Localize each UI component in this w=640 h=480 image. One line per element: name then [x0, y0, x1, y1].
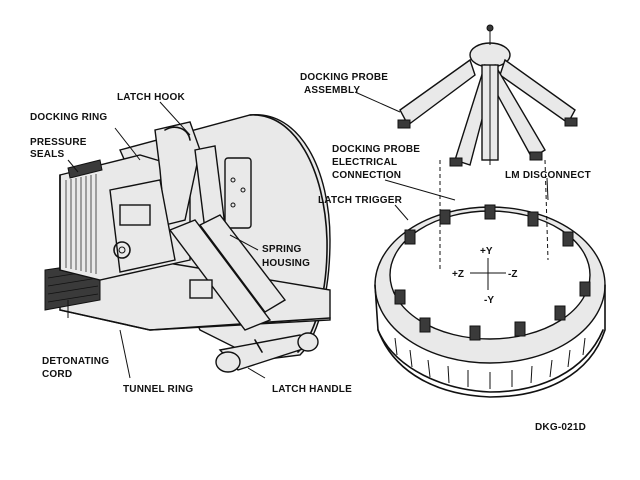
label-probe-electrical-line2: ELECTRICAL: [332, 157, 397, 168]
callout-labels: LATCH HOOK DOCKING RING PRESSURE SEALS S…: [30, 72, 591, 433]
label-latch-hook: LATCH HOOK: [117, 92, 185, 103]
label-docking-ring: DOCKING RING: [30, 112, 107, 123]
axis-plus-y: +Y: [480, 246, 493, 257]
docking-ring-illustration: [374, 159, 606, 398]
label-spring-housing-line2: HOUSING: [262, 258, 310, 269]
label-spring-housing-line1: SPRING: [262, 244, 302, 255]
docking-probe-illustration: [397, 24, 578, 167]
label-lm-disconnect: LM DISCONNECT: [505, 170, 591, 181]
label-tunnel-ring: TUNNEL RING: [123, 384, 193, 395]
label-detonating-cord-line2: CORD: [42, 369, 72, 380]
label-latch-handle: LATCH HANDLE: [272, 384, 352, 395]
axis-minus-y: -Y: [484, 295, 494, 306]
axis-minus-z: -Z: [508, 269, 517, 280]
label-probe-electrical-line3: CONNECTION: [332, 170, 401, 181]
label-detonating-cord-line1: DETONATING: [42, 356, 109, 367]
ring-hatching: [65, 174, 97, 274]
label-latch-trigger: LATCH TRIGGER: [318, 195, 403, 206]
ring-latches: [394, 204, 591, 341]
leader-lines: [67, 91, 549, 379]
label-pressure-seals-line2: SEALS: [30, 149, 64, 160]
label-probe-assembly-line2: ASSEMBLY: [304, 85, 360, 96]
label-probe-assembly-line1: DOCKING PROBE: [300, 72, 388, 83]
label-pressure-seals-line1: PRESSURE: [30, 137, 87, 148]
latch-mechanism-illustration: [44, 114, 331, 373]
figure-id: DKG-021D: [535, 422, 586, 433]
ring-segments: [394, 337, 586, 389]
label-probe-electrical-line1: DOCKING PROBE: [332, 144, 420, 155]
axis-plus-z: +Z: [452, 269, 464, 280]
